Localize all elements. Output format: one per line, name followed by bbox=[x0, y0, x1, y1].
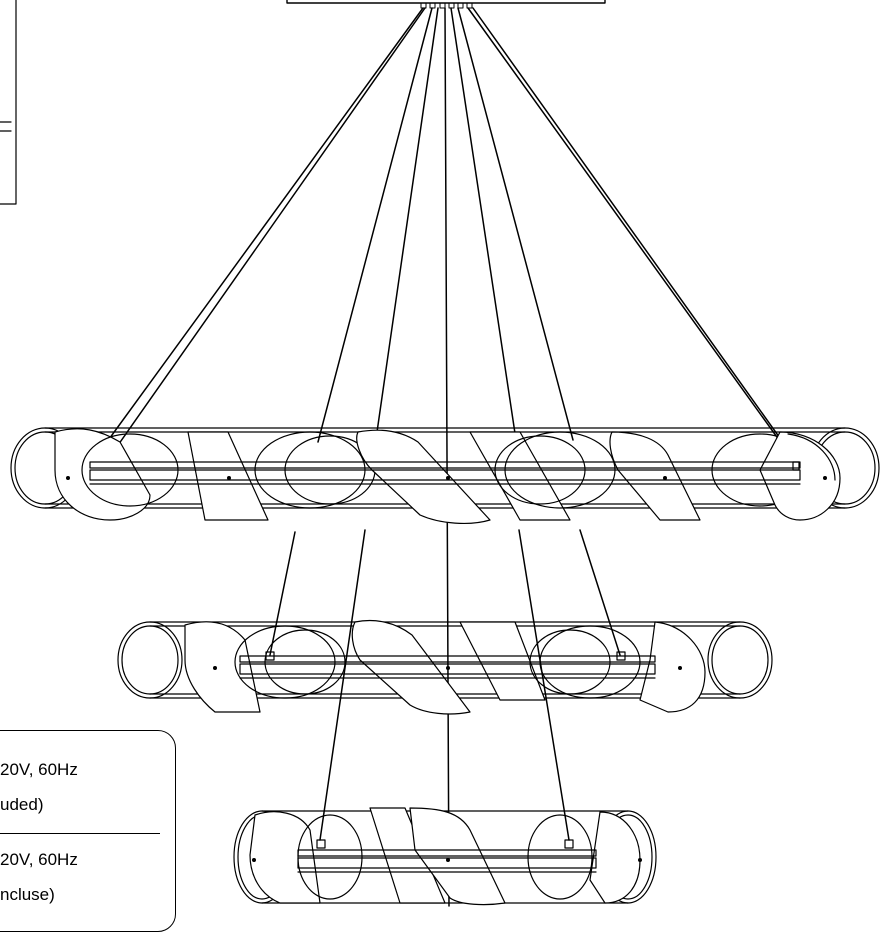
center-bar bbox=[89, 461, 801, 485]
ring-middle-tier bbox=[117, 619, 773, 715]
spec-box bbox=[0, 730, 176, 932]
suspension-cables bbox=[95, 7, 798, 907]
center-bar bbox=[297, 839, 597, 873]
dimension-frame bbox=[0, 0, 17, 205]
spec-voltage-en: 20V, 60Hz bbox=[0, 760, 78, 779]
spec-voltage-fr: 20V, 60Hz bbox=[0, 850, 78, 869]
ribbon-band bbox=[54, 428, 841, 524]
ring-top-tier bbox=[10, 427, 880, 524]
spec-note-fr: ncluse) bbox=[0, 885, 55, 904]
ceiling-canopy bbox=[286, 0, 606, 9]
ribbon-rivets bbox=[66, 476, 827, 480]
spec-note-en: uded) bbox=[0, 795, 44, 814]
center-bar bbox=[239, 651, 656, 679]
ribbon-rivets bbox=[213, 666, 682, 670]
spec-divider bbox=[0, 833, 160, 834]
chandelier-drawing bbox=[0, 0, 880, 907]
ribbon-band bbox=[184, 619, 706, 715]
ribbon-rivets bbox=[252, 858, 642, 862]
ring-bottom-tier bbox=[233, 807, 657, 906]
